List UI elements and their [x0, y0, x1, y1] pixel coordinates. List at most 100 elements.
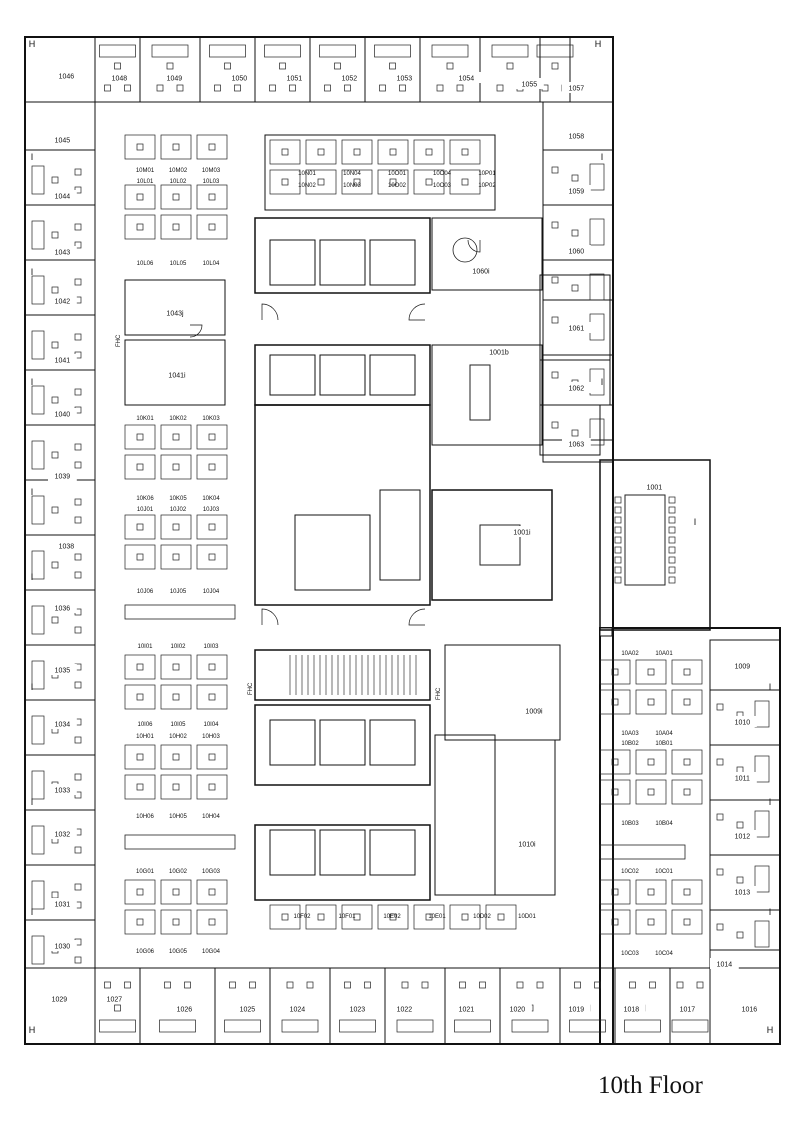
- chair: [668, 576, 676, 584]
- workstation-label-10I03: 10I03: [203, 644, 219, 650]
- chair: [683, 788, 691, 796]
- chair: [51, 341, 59, 349]
- desk: [160, 214, 192, 240]
- room-label-1014-box: [710, 958, 739, 969]
- room-label-1044-box: [48, 190, 77, 201]
- room-label-1040: 1040: [55, 412, 71, 419]
- elevator-bank-3: [254, 704, 431, 786]
- chair: [208, 523, 216, 531]
- room-label-1019: 1019: [569, 1007, 585, 1014]
- room-label-1060: 1060: [569, 249, 585, 256]
- floor-title: 10th Floor: [598, 1072, 703, 1099]
- room-label-1024-box: [283, 1003, 312, 1014]
- desk: [624, 1019, 661, 1033]
- desk: [196, 424, 228, 450]
- room-label-1046: 1046: [59, 74, 75, 81]
- chair: [172, 463, 180, 471]
- desk: [754, 810, 770, 838]
- chair: [104, 981, 111, 989]
- desk: [377, 139, 409, 165]
- desk: [160, 514, 192, 540]
- chair: [683, 758, 691, 766]
- chair: [551, 316, 559, 324]
- room-label-1052-box: [335, 72, 364, 83]
- marker-I: I: [31, 487, 34, 497]
- marker-I: I: [694, 517, 697, 527]
- door-swing: [408, 303, 426, 321]
- workstation-label-10J06: 10J06: [137, 589, 154, 595]
- desk: [124, 774, 156, 800]
- room-1041i: [124, 339, 226, 406]
- workstation-label-10K04: 10K04: [202, 496, 220, 502]
- desk: [160, 774, 192, 800]
- marker-I: I: [769, 797, 772, 807]
- chair: [683, 888, 691, 896]
- room-label-1041: 1041: [55, 358, 71, 365]
- chair: [156, 84, 164, 92]
- room-label-1009-box: [728, 660, 757, 671]
- chair: [224, 62, 231, 70]
- workstation-label-10I01: 10I01: [137, 644, 153, 650]
- workstation-label-10E01: 10E01: [428, 914, 446, 920]
- workstation-label-10H06: 10H06: [136, 814, 154, 820]
- chair: [647, 888, 655, 896]
- chair: [164, 981, 171, 989]
- chair: [716, 923, 724, 931]
- room-label-1062: 1062: [569, 386, 585, 393]
- stair: [254, 649, 431, 701]
- room-label-1061: 1061: [569, 326, 585, 333]
- room-1001i: [431, 489, 553, 601]
- chair: [629, 981, 636, 989]
- fhc-label: FHC: [248, 682, 254, 695]
- desk: [160, 654, 192, 680]
- desk: [671, 689, 703, 715]
- desk: [31, 605, 45, 635]
- desk: [635, 749, 667, 775]
- south-band: [24, 967, 781, 1045]
- workstation-label-10G03: 10G03: [202, 869, 221, 875]
- desk: [124, 184, 156, 210]
- desk: [124, 454, 156, 480]
- marker-I: I: [769, 682, 772, 692]
- room-label-1013: 1013: [735, 890, 751, 897]
- room-label-1001i: 1001i: [513, 530, 531, 537]
- shaft: [379, 489, 421, 581]
- chair: [74, 516, 82, 524]
- chair: [344, 981, 351, 989]
- chair: [317, 178, 325, 186]
- marker-H: H: [29, 39, 36, 49]
- workstation-label-10H05: 10H05: [169, 814, 187, 820]
- chair: [364, 981, 371, 989]
- desk: [754, 755, 770, 783]
- chair: [668, 516, 676, 524]
- room-label-1040-box: [48, 408, 77, 419]
- desk: [635, 689, 667, 715]
- chair: [389, 178, 397, 186]
- chair: [136, 918, 144, 926]
- workstation-label-10B02: 10B02: [621, 741, 639, 747]
- desk: [305, 904, 337, 930]
- room-label-1001b-box: [482, 346, 516, 357]
- chair: [353, 178, 361, 186]
- desk: [635, 659, 667, 685]
- chair: [74, 168, 82, 176]
- marker-I: I: [31, 797, 34, 807]
- workstation-label-10B04: 10B04: [655, 821, 673, 827]
- room-1001b: [431, 344, 543, 446]
- workstation-label-10D01: 10D01: [518, 914, 536, 920]
- workstation-label-10I05: 10I05: [170, 722, 186, 728]
- room-label-1026-box: [170, 1003, 199, 1014]
- chair: [551, 62, 559, 70]
- chair: [389, 913, 397, 921]
- room-label-1051-box: [280, 72, 309, 83]
- chair: [281, 148, 289, 156]
- room-label-1001b: 1001b: [489, 350, 509, 357]
- workstation-label-10M02: 10M02: [169, 168, 188, 174]
- chair: [208, 918, 216, 926]
- chair: [716, 813, 724, 821]
- chair: [269, 84, 276, 92]
- elevator-car: [369, 829, 416, 876]
- chair: [51, 506, 59, 514]
- desk: [31, 330, 45, 360]
- chair: [353, 913, 361, 921]
